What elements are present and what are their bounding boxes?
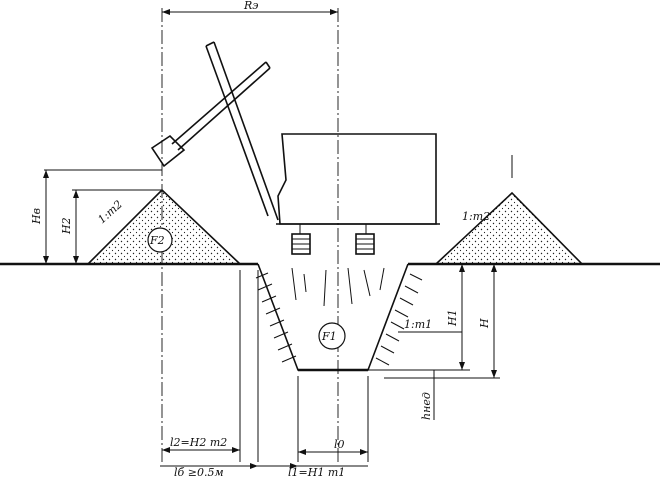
left-spoil-slope-label: 1:m2: [95, 198, 125, 226]
reach-radius-dimension: Rэ: [162, 0, 338, 15]
shortfall-label: hнед: [420, 392, 433, 420]
depth-h1-label: H1: [446, 309, 459, 327]
trench-area-label: F1: [321, 330, 337, 343]
track-rollers: [291, 224, 375, 255]
left-wall-hatching: [255, 272, 297, 363]
right-spoil-heap: [433, 155, 584, 265]
right-wall-hatching: [375, 273, 423, 366]
berm-label: lб ≥0.5м: [174, 466, 224, 479]
bottom-width-label: l0: [334, 438, 345, 451]
trench-soil-strokes: [291, 267, 385, 307]
depth-dimensions: H1 H hнед: [368, 264, 500, 420]
excavator-bucket: [150, 134, 186, 168]
slope-projection-label: l1=H1 m1: [288, 466, 345, 479]
trench-slope-label: 1:m1: [404, 318, 432, 331]
bottom-dimensions: l2=H2 m2 lб ≥0.5м l1=H1 m1 l0: [160, 270, 369, 479]
spoil-height-dimension: H2: [60, 189, 162, 264]
right-spoil-slope-label: 1:m2: [462, 210, 490, 223]
trench-slope-annotation: 1:m1: [398, 318, 462, 333]
reach-radius-label: Rэ: [243, 0, 258, 12]
dump-height-label: Hв: [30, 208, 43, 225]
dump-height-dimension: Hв: [30, 169, 162, 264]
spoil-base-label: l2=H2 m2: [170, 436, 227, 449]
excavator-boom: [205, 41, 279, 221]
spoil-area-label: F2: [149, 234, 165, 247]
spoil-area-marker: F2: [147, 227, 173, 253]
trench-area-marker: F1: [318, 322, 346, 350]
excavator: [150, 41, 440, 255]
left-spoil-heap: [86, 188, 243, 265]
trench: [255, 263, 423, 372]
spoil-height-label: H2: [60, 217, 73, 235]
excavator-stick: [171, 61, 271, 151]
depth-h-label: H: [478, 318, 491, 329]
